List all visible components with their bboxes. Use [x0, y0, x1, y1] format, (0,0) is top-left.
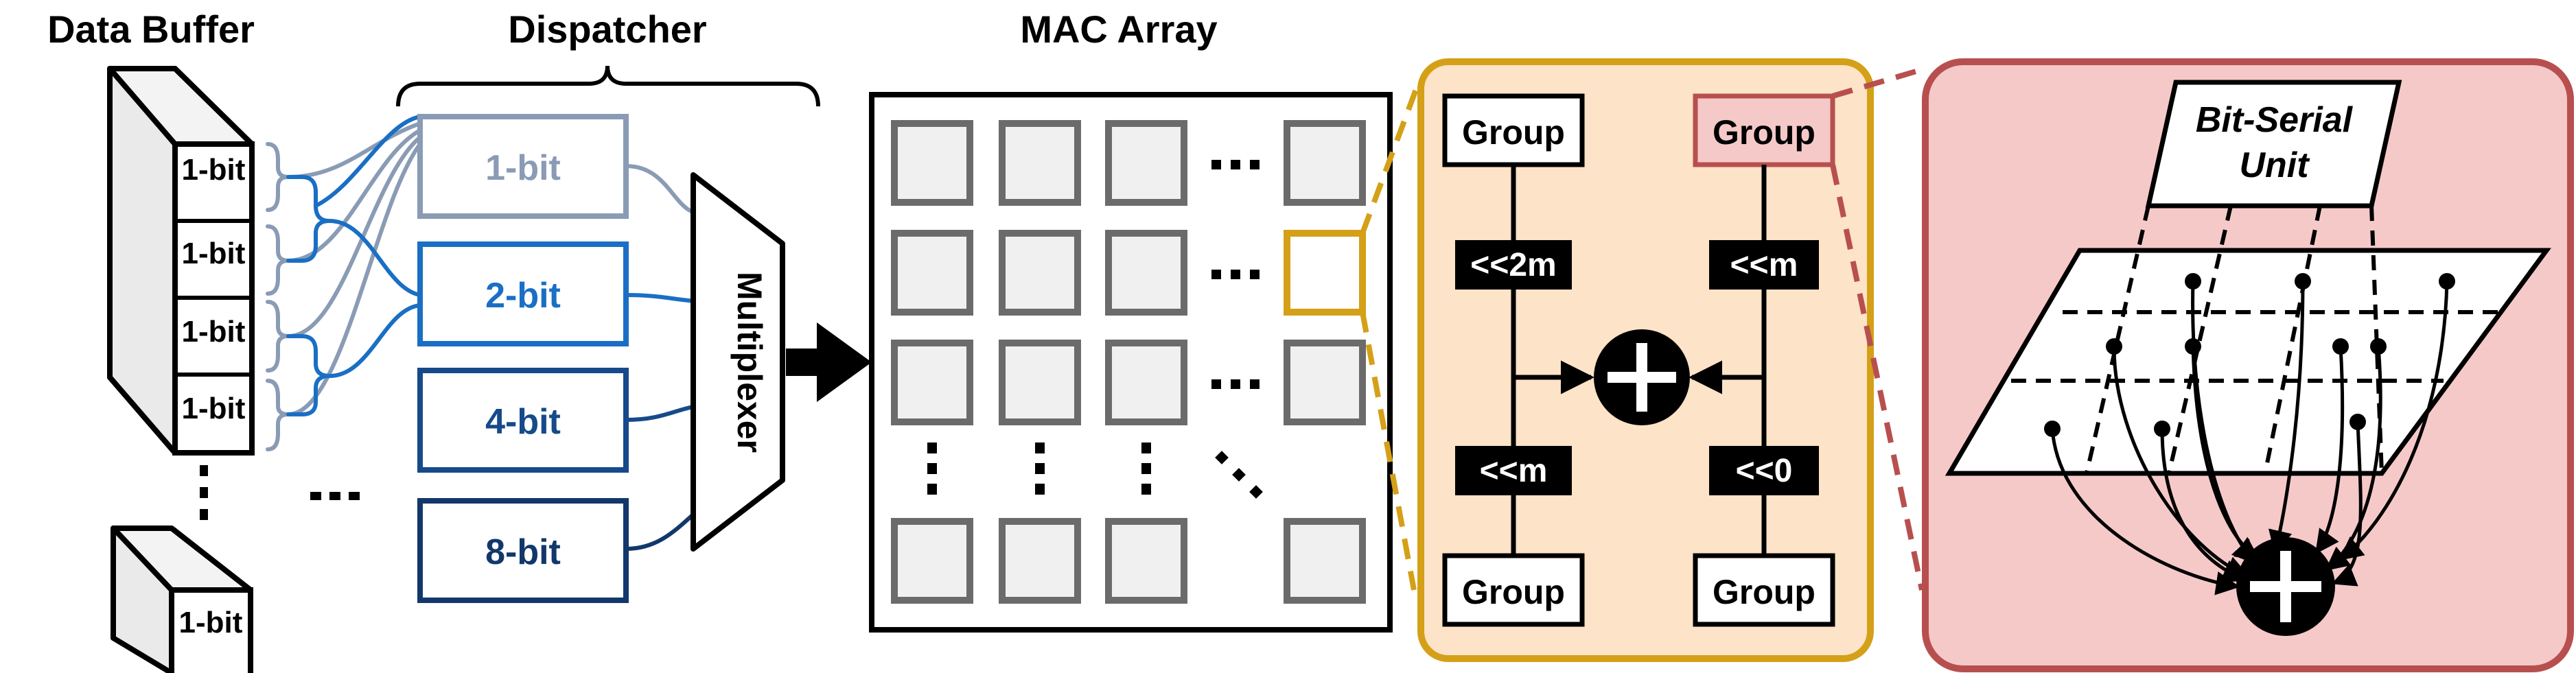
dispatcher-box-label: 2-bit	[485, 276, 561, 316]
group-panel: Group Group Group Group <<2m <<m <<m <<0	[1417, 58, 1874, 662]
group-label: Group	[1713, 113, 1815, 152]
mac-array-title: MAC Array	[1020, 8, 1217, 51]
data-buffer: 1-bit 1-bit 1-bit 1-bit	[107, 66, 255, 456]
multiplexer-label: Multiplexer	[730, 272, 769, 453]
mac-array	[869, 92, 1393, 633]
dispatcher-box-label: 4-bit	[485, 402, 561, 442]
group-label: Group	[1462, 113, 1565, 152]
data-buffer-small: 1-bit	[111, 526, 253, 673]
zoom-lines-mac	[1360, 84, 1420, 591]
dispatcher-box-label: 8-bit	[485, 532, 561, 572]
buffer-cell-label: 1-bit	[182, 392, 246, 425]
dispatcher-box-label: 1-bit	[485, 148, 561, 188]
shift-label: <<m	[1480, 453, 1548, 489]
mux-to-mac-arrow	[786, 322, 872, 402]
buffer-horizontal-dots	[310, 492, 360, 500]
buffer-cell-label: 1-bit	[182, 237, 246, 270]
dispatcher-brace	[396, 65, 820, 107]
group-label: Group	[1462, 573, 1565, 611]
zoom-lines-group	[1830, 66, 1927, 591]
bitserial-panel: Bit-Serial Unit	[1922, 58, 2574, 672]
group-label: Group	[1713, 573, 1815, 611]
bitserial-unit-label: Bit-Serial	[2196, 100, 2354, 140]
adder-icon	[1594, 329, 1690, 425]
buffer-cell-label: 1-bit	[182, 315, 246, 349]
mac-cell-highlighted	[1284, 230, 1366, 316]
dispatcher-box-1bit: 1-bit	[417, 114, 629, 219]
shift-label: <<2m	[1470, 247, 1556, 283]
dispatcher-box-8bit: 8-bit	[417, 498, 629, 603]
bitserial-unit-label: Unit	[2239, 145, 2310, 185]
shift-label: <<m	[1730, 247, 1798, 283]
bitserial-adder-icon	[2236, 537, 2335, 636]
dispatcher-box-4bit: 4-bit	[417, 368, 629, 473]
multiplexer: Multiplexer	[691, 172, 785, 552]
buffer-braces	[266, 115, 422, 451]
dispatcher-box-2bit: 2-bit	[417, 241, 629, 346]
dispatcher-title: Dispatcher	[508, 8, 706, 51]
group-highlighted	[1693, 93, 1835, 167]
buffer-cell-label: 1-bit	[182, 153, 246, 187]
shift-label: <<0	[1736, 453, 1793, 489]
buffer-small-cell-label: 1-bit	[179, 606, 243, 639]
buffer-vertical-dots	[200, 465, 208, 520]
data-buffer-title: Data Buffer	[47, 8, 255, 51]
